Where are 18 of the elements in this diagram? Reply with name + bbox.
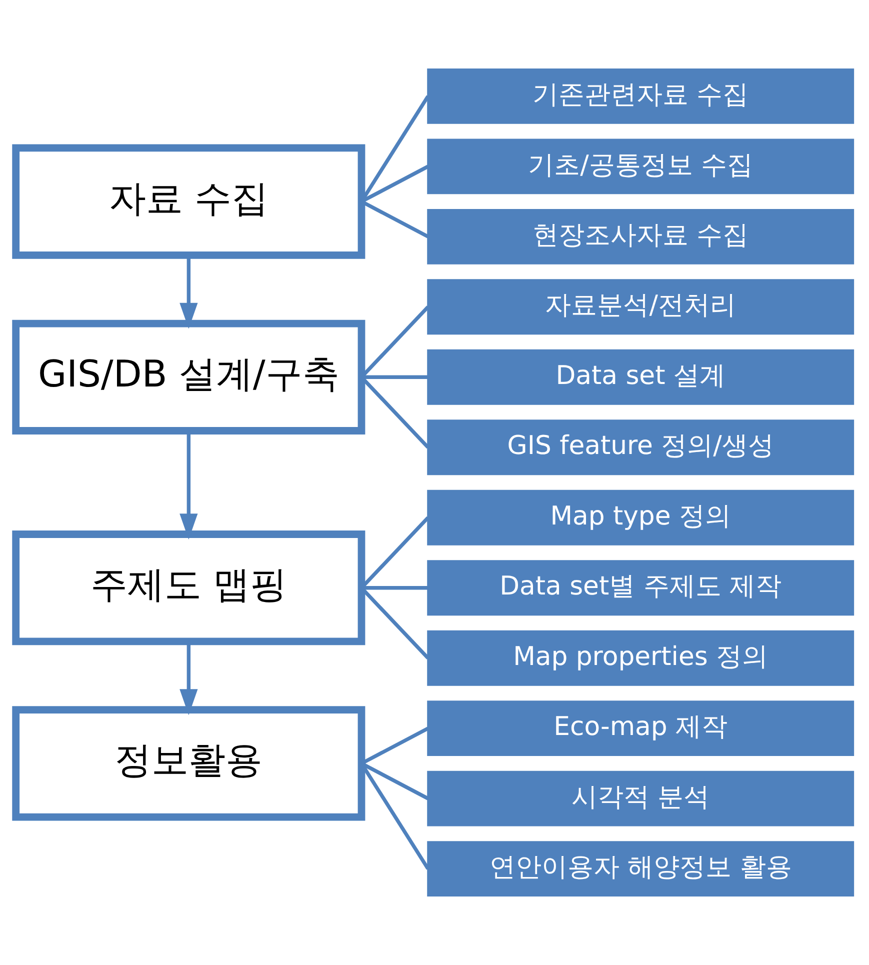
arrow bbox=[180, 431, 198, 540]
node-box: Data set별 주제도 제작 bbox=[427, 560, 854, 616]
node-box: 연안이용자 해양정보 활용 bbox=[427, 841, 854, 897]
node-box: Map properties 정의 bbox=[427, 630, 854, 686]
node-box: 현장조사자료 수집 bbox=[427, 208, 854, 264]
node-box: 기존관련자료 수집 bbox=[427, 68, 854, 124]
node-box: 주제도 맵핑 bbox=[12, 530, 366, 646]
node-box: 기초/공통정보 수집 bbox=[427, 138, 854, 194]
node-box: GIS/DB 설계/구축 bbox=[12, 320, 366, 434]
node-box: GIS feature 정의/생성 bbox=[427, 420, 854, 476]
node-box: Map type 정의 bbox=[427, 490, 854, 546]
node-box: 정보활용 bbox=[12, 706, 366, 821]
arrow bbox=[180, 642, 198, 716]
node-box: Eco-map 제작 bbox=[427, 700, 854, 756]
node-box: Data set 설계 bbox=[427, 349, 854, 405]
node-box: 시각적 분석 bbox=[427, 770, 854, 826]
node-box: 자료분석/전처리 bbox=[427, 279, 854, 335]
node-box: 자료 수집 bbox=[12, 144, 366, 259]
